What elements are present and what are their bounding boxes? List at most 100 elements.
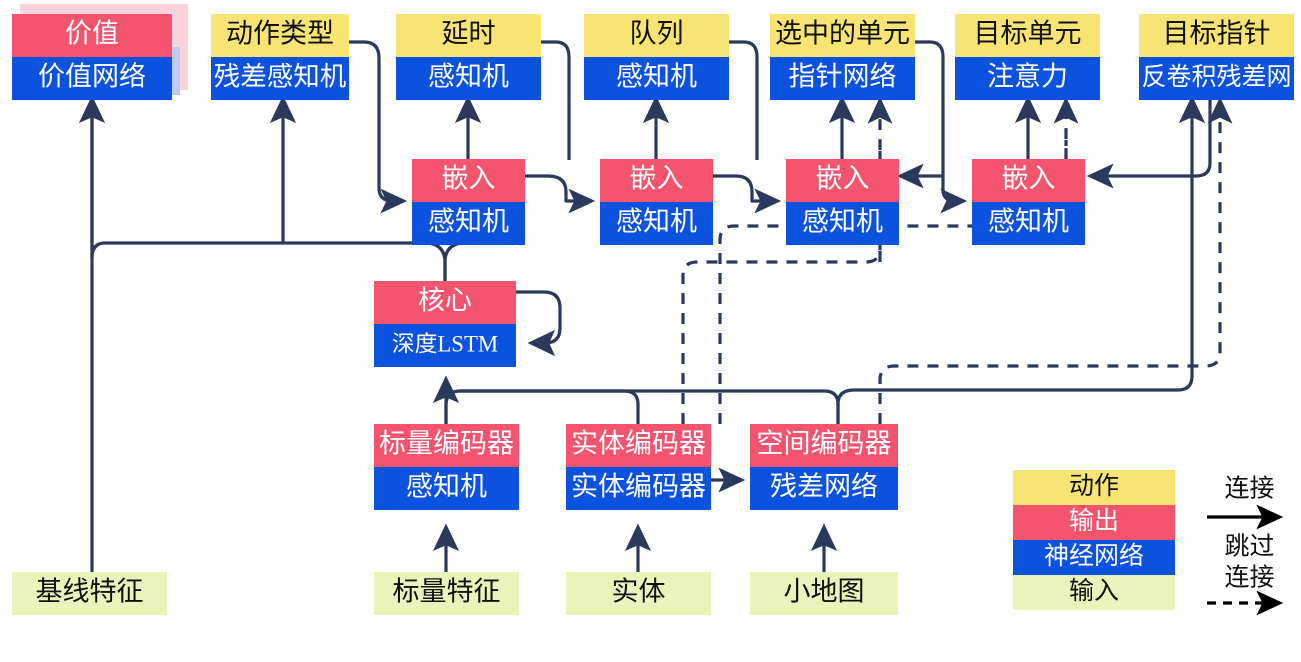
node-bottom-label: 感知机 [616,62,697,92]
node-bottom-band [770,57,915,100]
legend-row-action: 动作 [1013,470,1175,505]
node-top-band [412,159,525,202]
input-boxes: 基线特征 标量特征 实体 小地图 [12,572,898,615]
node-top-band [955,14,1100,57]
legend-skip-label-line1: 跳过 [1224,533,1274,561]
node-top-band [786,159,899,202]
input-box [374,572,519,615]
node-bottom-label: 注意力 [987,62,1068,92]
input-baseline_feat[interactable]: 基线特征 [12,572,167,615]
node-top-band [12,14,172,57]
input-entity[interactable]: 实体 [566,572,711,615]
node-bottom-label: 残差感知机 [214,62,347,92]
edge-spatial-to-targetpointer [836,95,1206,424]
node-top-band [374,424,519,467]
node-top-label: 目标指针 [1163,19,1271,49]
node-bottom-band [1139,57,1294,100]
node-bottom-band [12,57,172,100]
node-top-band [584,14,729,57]
edge-core-to-value [78,95,447,281]
edge-queue-to-embed3 [729,40,759,160]
edge-actiontype-to-embed1 [349,40,408,214]
node-top-band [770,14,915,57]
legend-label: 动作 [1069,472,1119,500]
node-bottom-band [584,57,729,100]
node-top-label: 动作类型 [226,19,334,49]
skip-entity-to-selected [681,96,893,424]
edge-right-bus-to-embed4 [1086,100,1212,189]
input-label: 小地图 [784,577,865,607]
input-box [750,572,898,615]
node-bottom-band [786,202,899,245]
input-label: 实体 [612,577,666,607]
node-bottom-label: 感知机 [428,207,509,237]
node-bottom-label: 实体编码器 [571,472,706,502]
node-bottom-label: 残差网络 [770,472,878,502]
node-top-label: 核心 [418,286,472,316]
legend-connect-label: 连接 [1224,475,1274,503]
legend-row-output: 输出 [1013,505,1175,540]
connect-edges [78,40,1212,572]
node-top-label: 延时 [442,19,496,49]
node-bottom-label: 感知机 [428,62,509,92]
node-bottom-label: 反卷积残差网 [1141,63,1291,91]
node-bottom-band [374,467,519,510]
node-top-label: 队列 [630,19,684,49]
input-scalar_feat[interactable]: 标量特征 [374,572,519,615]
legend-swatch [1013,470,1175,505]
node-bottom-label: 感知机 [616,207,697,237]
edge-spatial-bus-to-core [460,389,840,424]
node-top-label: 嵌入 [630,164,684,194]
legend-swatch [1013,575,1175,610]
node-top-label: 空间编码器 [757,429,892,459]
node-top-band [750,424,898,467]
node-bottom-label: 感知机 [406,472,487,502]
node-top-label: 嵌入 [1002,164,1056,194]
node-bottom-label: 感知机 [802,207,883,237]
node-bottom-label: 价值网络 [38,62,146,92]
node-top-label: 嵌入 [442,164,496,194]
legend-skip-label-line2: 连接 [1224,564,1274,592]
edge-selected-to-embed4 [915,40,968,214]
node-boxes: 价值价值网络动作类型残差感知机延时感知机队列感知机选中的单元指针网络目标单元注意… [12,4,1294,510]
node-top-band [600,159,713,202]
legend-swatch [1013,540,1175,575]
node-bottom-band [374,324,516,367]
node-top-label: 标量编码器 [379,429,514,459]
node-bottom-band [955,57,1100,100]
node-top-band [566,424,711,467]
node-bottom-label: 深度LSTM [392,332,498,357]
input-box [566,572,711,615]
node-bottom-band [972,202,1085,245]
node-top-band [396,14,541,57]
edge-core-self-loop [516,290,562,357]
edge-embed2-to-embed3 [713,174,782,214]
skip-connection-edges [681,96,1233,424]
node-bottom-band [211,57,349,100]
input-label: 标量特征 [393,577,501,607]
node-top-band [211,14,349,57]
node-bottom-band [566,467,711,510]
legend-row-input: 输入 [1013,575,1175,610]
input-label: 基线特征 [36,577,144,607]
node-top-band [374,281,516,324]
input-minimap[interactable]: 小地图 [750,572,898,615]
node-bottom-label: 指针网络 [789,62,897,92]
